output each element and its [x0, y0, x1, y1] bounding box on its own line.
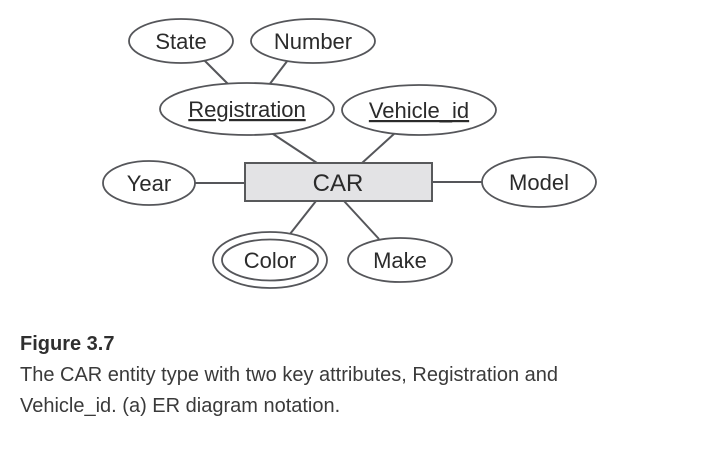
attribute-label-state: State — [155, 29, 206, 54]
er-diagram: State Number Registration Vehicle_id Yea… — [102, 18, 597, 289]
figure-caption: Figure 3.7 The CAR entity type with two … — [20, 329, 680, 422]
line-vehicleid-car — [361, 132, 396, 164]
attribute-ellipse-year — [102, 160, 196, 206]
line-car-color — [289, 200, 317, 235]
attribute-ellipse-color-inner — [221, 238, 319, 282]
attribute-label-make: Make — [373, 248, 427, 273]
line-car-make — [343, 200, 380, 240]
attribute-label-registration: Registration — [188, 97, 305, 122]
attribute-ellipse-make — [347, 237, 453, 283]
attribute-label-model: Model — [509, 170, 569, 195]
attribute-ellipse-number — [250, 18, 376, 64]
attribute-label-number: Number — [274, 29, 352, 54]
entity-box-car — [244, 162, 433, 202]
entity-label-car: CAR — [313, 170, 364, 197]
attribute-label-vehicle-id: Vehicle_id — [369, 98, 469, 123]
attribute-label-year: Year — [127, 171, 171, 196]
line-state-registration — [203, 59, 230, 86]
attribute-ellipse-state — [128, 18, 234, 64]
figure-caption-line-1: The CAR entity type with two key attribu… — [20, 364, 559, 386]
line-number-registration — [268, 59, 289, 86]
figure-caption-line-2: Vehicle_id. (a) ER diagram notation. — [20, 395, 341, 417]
attribute-label-color: Color — [244, 248, 297, 273]
line-registration-car — [269, 131, 318, 164]
attribute-ellipse-registration — [159, 82, 335, 136]
figure-caption-title: Figure 3.7 — [20, 333, 115, 355]
attribute-ellipse-model — [481, 156, 597, 208]
attribute-ellipse-vehicle-id — [341, 84, 497, 136]
